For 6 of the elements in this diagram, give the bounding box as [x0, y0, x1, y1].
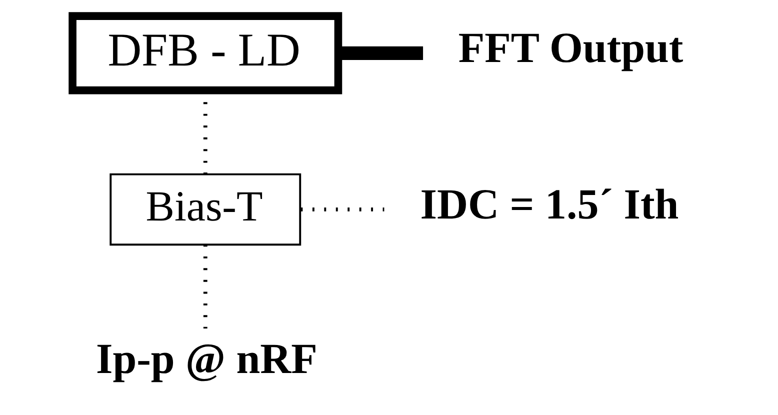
node-text: IDC = 1.5´ Ith: [420, 181, 678, 228]
node-box: Bias-T: [109, 173, 301, 246]
node-text: FFT Output: [458, 25, 683, 72]
connector: [202, 244, 207, 329]
node-text: Ip-p @ nRF: [95, 336, 317, 383]
node-box: DFB - LD: [68, 12, 342, 94]
